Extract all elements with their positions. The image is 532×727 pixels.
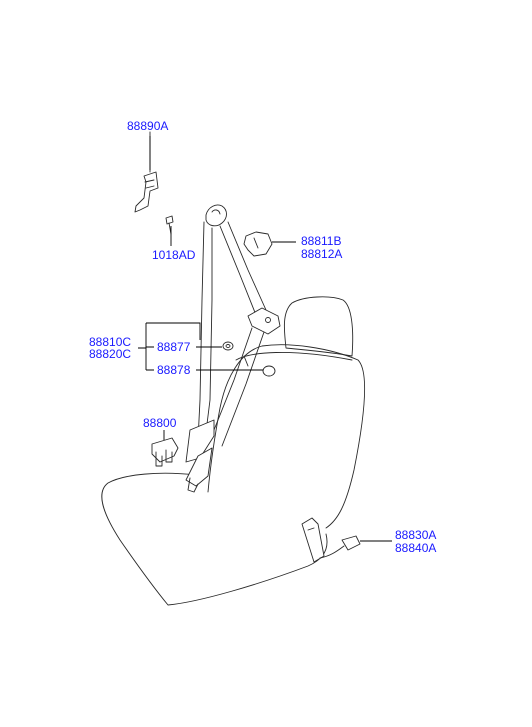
label-88820C: 88820C xyxy=(89,347,131,361)
label-88800: 88800 xyxy=(143,416,177,430)
headrest xyxy=(283,296,354,357)
seat-illustration xyxy=(101,296,366,606)
trim-cover xyxy=(243,231,273,257)
label-88878: 88878 xyxy=(157,363,191,377)
label-1018AD: 1018AD xyxy=(152,248,196,262)
seat-cushion xyxy=(101,472,328,606)
label-88830A: 88830A xyxy=(395,528,436,542)
label-88890A: 88890A xyxy=(127,119,168,133)
part-labels: 88890A 1018AD 88811B 88812A 88810C 88820… xyxy=(89,119,436,555)
label-88877: 88877 xyxy=(157,340,191,354)
label-88810C: 88810C xyxy=(89,335,131,349)
seat-belt-webbing xyxy=(185,204,281,493)
label-88840A: 88840A xyxy=(395,541,436,555)
lower-bracket-part xyxy=(151,437,179,467)
label-88811B: 88811B xyxy=(301,234,341,248)
seat-back xyxy=(207,344,366,529)
buckle-part xyxy=(301,517,361,563)
bolt-part xyxy=(165,215,174,235)
label-88812A: 88812A xyxy=(301,247,342,261)
upper-anchor-bracket xyxy=(134,131,159,213)
leader-lines xyxy=(138,136,392,542)
button-part xyxy=(243,355,276,377)
washer-part xyxy=(222,341,234,351)
